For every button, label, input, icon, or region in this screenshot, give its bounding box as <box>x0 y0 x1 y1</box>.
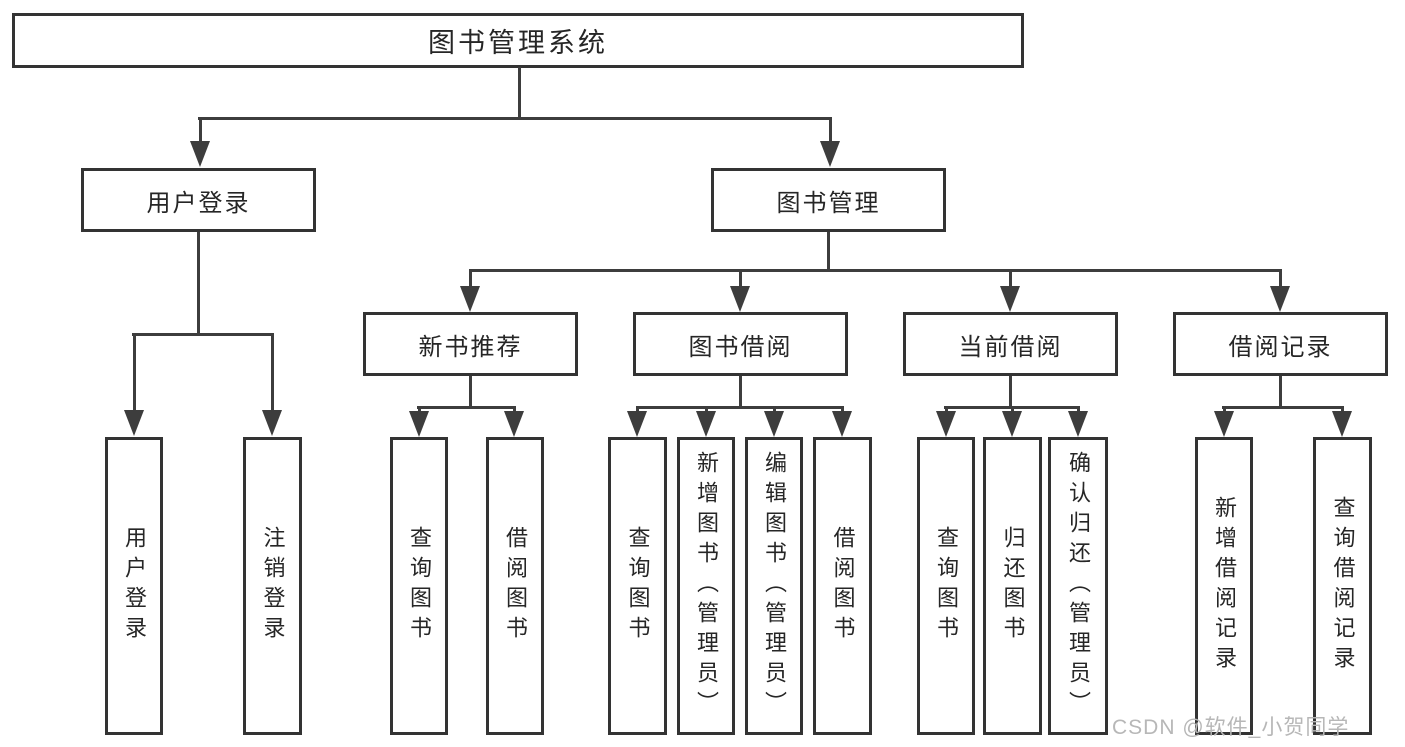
arrow-down-icon <box>409 411 429 437</box>
connector-line <box>469 269 472 295</box>
arrow-down-icon <box>504 411 524 437</box>
connector-line <box>1279 376 1282 408</box>
connector-line <box>518 67 521 119</box>
connector-line <box>829 117 832 145</box>
csdn-watermark: CSDN @软件_小贺同学 <box>1112 716 1350 739</box>
connector-line <box>739 376 742 408</box>
leaf-label: 查询图书 <box>625 526 651 646</box>
connector-line <box>417 406 516 409</box>
leaf-logout: 注销登录 <box>243 437 302 735</box>
node-user-login: 用户登录 <box>81 168 316 232</box>
arrow-down-icon <box>1270 286 1290 312</box>
leaf-label: 查询图书 <box>934 526 959 646</box>
connector-line <box>469 376 472 408</box>
leaf-recommend-borrow-books: 借阅图书 <box>486 437 544 735</box>
connector-line <box>1009 269 1012 295</box>
arrow-down-icon <box>696 411 716 437</box>
connector-line <box>198 117 832 120</box>
node-book-management: 图书管理 <box>711 168 946 232</box>
leaf-recommend-query-books: 查询图书 <box>390 437 448 735</box>
leaf-current-confirm-return-admin: 确认归还（管理员） <box>1048 437 1108 735</box>
node-borrow-records: 借阅记录 <box>1173 312 1388 376</box>
leaf-label: 查询图书 <box>407 526 432 646</box>
arrow-down-icon <box>1214 411 1234 437</box>
leaf-label: 用户登录 <box>122 526 147 646</box>
connector-line <box>827 232 830 272</box>
arrow-down-icon <box>460 286 480 312</box>
arrow-down-icon <box>1068 411 1088 437</box>
leaf-borrow-borrow-books: 借阅图书 <box>813 437 872 735</box>
connector-line <box>1222 406 1344 409</box>
leaf-label: 注销登录 <box>260 526 286 646</box>
leaf-label: 确认归还（管理员） <box>1066 451 1091 721</box>
arrow-down-icon <box>262 410 282 436</box>
leaf-borrow-edit-books-admin: 编辑图书（管理员） <box>745 437 803 735</box>
leaf-label: 新增借阅记录 <box>1212 496 1237 676</box>
leaf-label: 借阅图书 <box>503 526 528 646</box>
leaf-label: 归还图书 <box>1000 526 1026 646</box>
connector-line <box>636 406 844 409</box>
connector-line <box>271 333 274 413</box>
leaf-current-query-books: 查询图书 <box>917 437 975 735</box>
node-new-book-recommend: 新书推荐 <box>363 312 578 376</box>
arrow-down-icon <box>764 411 784 437</box>
leaf-borrow-query-books: 查询图书 <box>608 437 667 735</box>
connector-line <box>739 269 742 295</box>
arrow-down-icon <box>936 411 956 437</box>
connector-line <box>1279 269 1282 295</box>
leaf-label: 编辑图书（管理员） <box>762 451 787 721</box>
node-book-borrow: 图书借阅 <box>633 312 848 376</box>
connector-line <box>469 269 1282 272</box>
node-library-system: 图书管理系统 <box>12 13 1024 68</box>
leaf-label: 新增图书（管理员） <box>694 451 719 721</box>
leaf-user-login: 用户登录 <box>105 437 163 735</box>
connector-line <box>199 117 202 145</box>
connector-line <box>133 333 136 413</box>
arrow-down-icon <box>820 141 840 167</box>
arrow-down-icon <box>1002 411 1022 437</box>
leaf-records-query-record: 查询借阅记录 <box>1313 437 1372 735</box>
connector-line <box>1009 376 1012 408</box>
node-current-borrow: 当前借阅 <box>903 312 1118 376</box>
leaf-borrow-add-books-admin: 新增图书（管理员） <box>677 437 735 735</box>
leaf-records-add-record: 新增借阅记录 <box>1195 437 1253 735</box>
arrow-down-icon <box>832 411 852 437</box>
arrow-down-icon <box>1332 411 1352 437</box>
leaf-label: 查询借阅记录 <box>1330 496 1356 676</box>
arrow-down-icon <box>190 141 210 167</box>
leaf-current-return-books: 归还图书 <box>983 437 1042 735</box>
leaf-label: 借阅图书 <box>830 526 856 646</box>
connector-line <box>197 232 200 335</box>
connector-line <box>132 333 274 336</box>
arrow-down-icon <box>627 411 647 437</box>
arrow-down-icon <box>1000 286 1020 312</box>
arrow-down-icon <box>730 286 750 312</box>
arrow-down-icon <box>124 410 144 436</box>
